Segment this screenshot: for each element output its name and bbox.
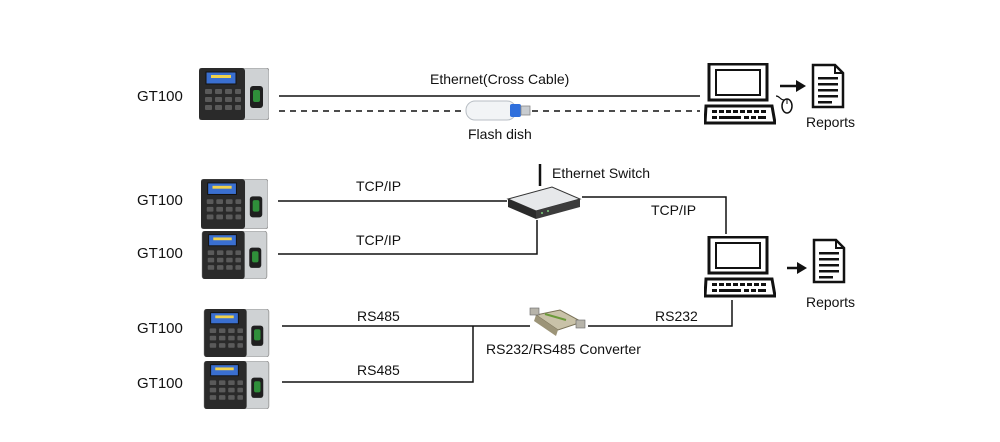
mouse-icon [775, 95, 793, 114]
rs232-line [588, 300, 733, 327]
computer-icon-top [704, 63, 776, 125]
terminal-device-1 [199, 68, 269, 120]
device-label-4: GT100 [137, 320, 183, 337]
ethernet-cross-cable-label: Ethernet(Cross Cable) [430, 71, 569, 87]
terminal-device-2 [201, 179, 268, 229]
terminal-device-5 [203, 361, 270, 409]
device-label-5: GT100 [137, 375, 183, 392]
terminal-device-3 [201, 231, 268, 279]
tcpip-label-1: TCP/IP [356, 178, 401, 194]
arrow-right-icon-top [780, 80, 806, 92]
converter-icon [529, 307, 586, 336]
tcpip-line-2 [278, 220, 538, 255]
usb-flash-icon [465, 100, 531, 121]
converter-label: RS232/RS485 Converter [486, 341, 641, 357]
device-label-2: GT100 [137, 192, 183, 209]
rs485-line-2 [282, 326, 474, 383]
arrow-right-icon-bottom [787, 262, 807, 274]
rs232-label: RS232 [655, 308, 698, 324]
tcpip-switch-pc-label: TCP/IP [651, 202, 696, 218]
ethernet-switch-label: Ethernet Switch [552, 165, 650, 181]
reports-label-bottom: Reports [806, 294, 855, 310]
device-label-3: GT100 [137, 245, 183, 262]
flash-dish-label: Flash dish [468, 126, 532, 142]
computer-icon-bottom [704, 236, 776, 298]
report-icon-top [811, 63, 845, 109]
reports-label-top: Reports [806, 114, 855, 130]
rs485-label-2: RS485 [357, 362, 400, 378]
ethernet-switch-icon [506, 164, 582, 219]
terminal-device-4 [203, 309, 270, 357]
device-label-1: GT100 [137, 88, 183, 105]
report-icon-bottom [812, 238, 846, 284]
rs485-label-1: RS485 [357, 308, 400, 324]
tcpip-label-2: TCP/IP [356, 232, 401, 248]
tcpip-switch-to-pc-line [582, 196, 727, 234]
